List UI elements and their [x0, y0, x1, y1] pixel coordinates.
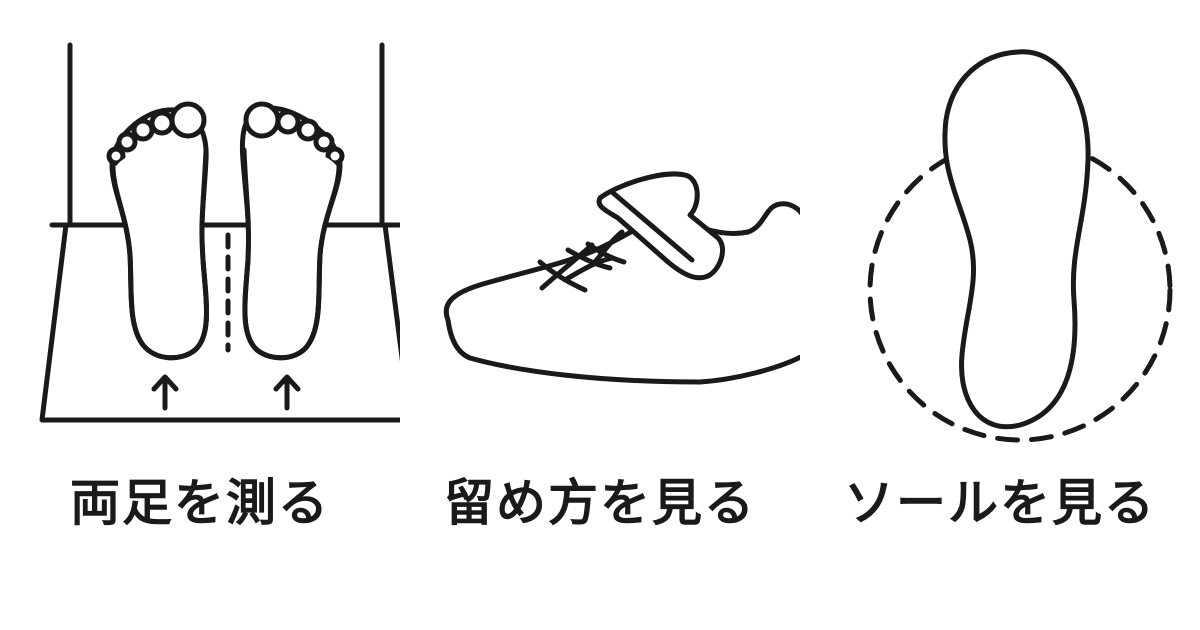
right-foot-icon [239, 101, 345, 361]
panel-check-fastening: 留め方を見る [400, 0, 800, 630]
shoe-sole-icon [867, 49, 1173, 443]
caption-measure-feet: 両足を測る [70, 474, 330, 532]
panel-measure-feet: 両足を測る [0, 0, 400, 630]
left-foot-icon [106, 101, 209, 361]
feet-on-measuring-board-icon [39, 42, 400, 423]
caption-check-sole: ソールを見る [844, 474, 1156, 532]
up-arrow-icon [273, 374, 301, 411]
caption-check-fastening: 留め方を見る [444, 474, 756, 532]
panel-check-sole: ソールを見る [800, 0, 1200, 630]
velcro-sneaker-icon [443, 171, 800, 385]
up-arrow-icon [151, 374, 179, 411]
